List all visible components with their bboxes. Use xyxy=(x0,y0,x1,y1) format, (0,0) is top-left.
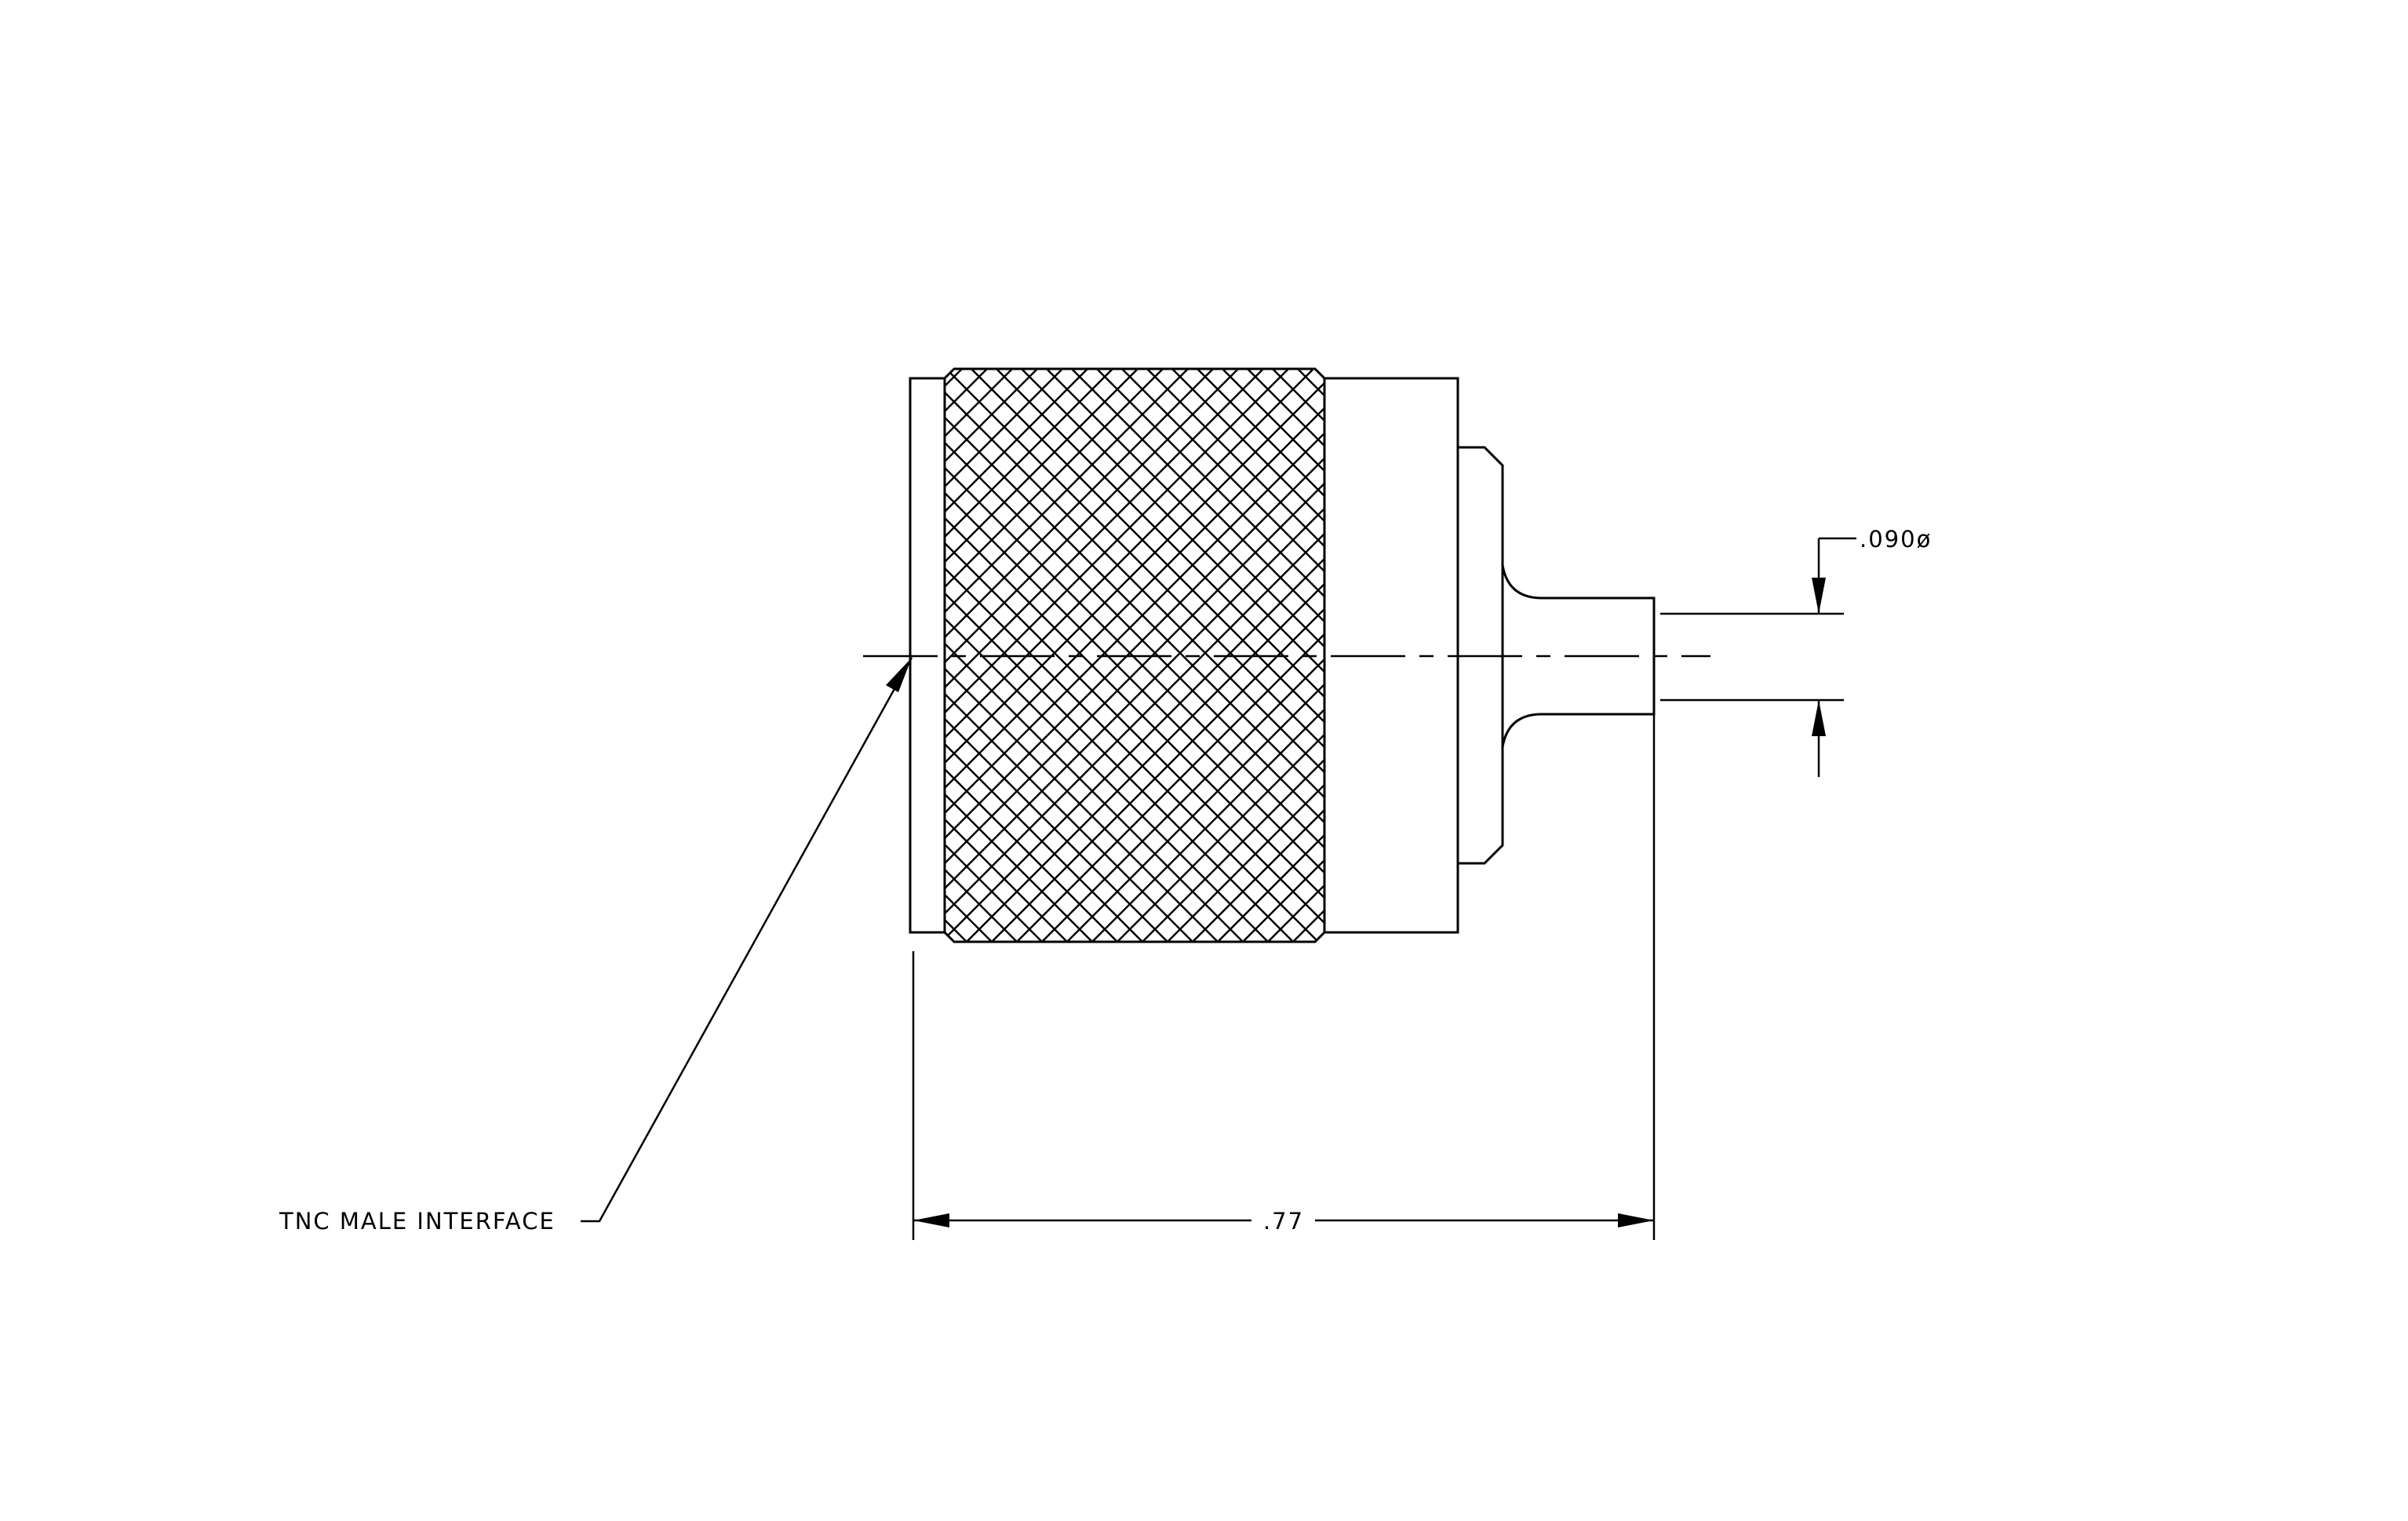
length-dimension-label: .77 xyxy=(1263,1208,1304,1235)
diameter-dimension-label: .090ø xyxy=(1860,526,1932,553)
interface-leader: TNC MALE INTERFACE xyxy=(279,657,913,1235)
length-dimension: .77 xyxy=(912,598,1656,1240)
interface-label: TNC MALE INTERFACE xyxy=(279,1208,556,1235)
diameter-dimension: .090ø xyxy=(1660,526,1932,777)
